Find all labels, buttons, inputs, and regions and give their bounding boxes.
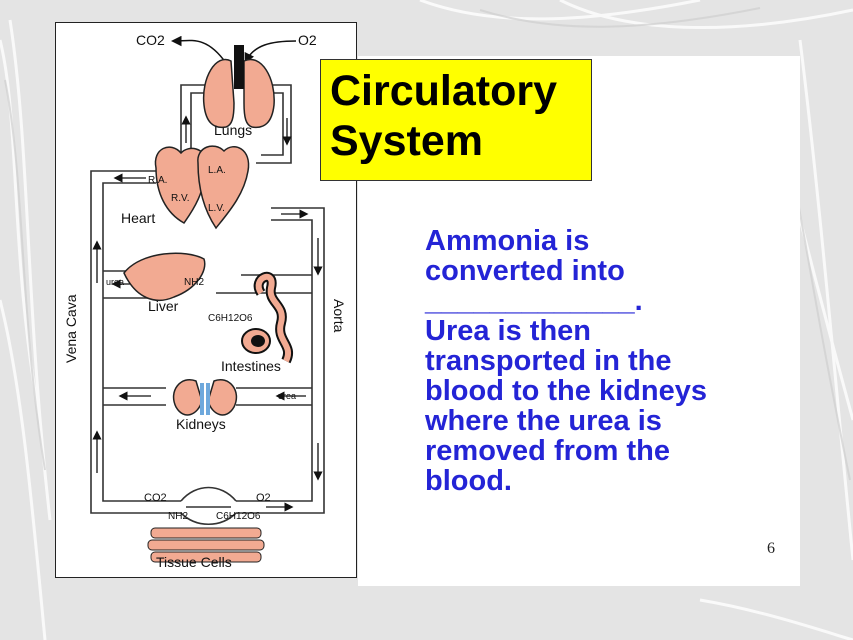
ra-label: R.A. bbox=[148, 175, 167, 186]
body-line: Ammonia is bbox=[425, 225, 590, 257]
tissue-cells bbox=[147, 527, 265, 563]
body-line: where the urea is bbox=[425, 405, 662, 437]
kidneys-label: Kidneys bbox=[176, 416, 226, 432]
slide-number: 6 bbox=[767, 540, 775, 557]
la-label: L.A. bbox=[208, 165, 226, 176]
heart-organ bbox=[154, 145, 250, 230]
co2-top-label: CO2 bbox=[136, 32, 165, 48]
co2-bottom-label: CO2 bbox=[144, 492, 167, 504]
liver-label: Liver bbox=[148, 298, 179, 314]
intestines-organ bbox=[241, 271, 293, 364]
intestines-label: Intestines bbox=[221, 358, 281, 374]
circulatory-diagram: CO2 O2 Lungs R.A. L.A. R.V. L.V. Heart u… bbox=[55, 22, 357, 578]
liver-organ bbox=[123, 252, 206, 301]
o2-top-label: O2 bbox=[298, 32, 317, 48]
vena-cava-label: Vena Cava bbox=[63, 294, 79, 363]
nh2-bottom-label: NH2 bbox=[168, 511, 188, 522]
kidneys-organ bbox=[172, 378, 238, 416]
rv-label: R.V. bbox=[171, 193, 190, 204]
body-line: converted into bbox=[425, 255, 625, 287]
slide-title-box: Circulatory System bbox=[320, 59, 592, 181]
slide-body-text: Ammonia is converted into _____________.… bbox=[425, 226, 805, 496]
tissue-cells-label: Tissue Cells bbox=[156, 554, 232, 570]
body-line: Urea is then bbox=[425, 315, 591, 347]
urea-liver-label: urea bbox=[106, 277, 124, 287]
aorta-label: Aorta bbox=[331, 299, 347, 333]
lv-label: L.V. bbox=[208, 203, 225, 214]
lungs-label: Lungs bbox=[214, 122, 252, 138]
lungs-organ bbox=[202, 45, 275, 129]
o2-bottom-label: O2 bbox=[256, 492, 271, 504]
slide-title-line-1: Circulatory bbox=[330, 67, 558, 115]
body-line: removed from the bbox=[425, 435, 670, 467]
body-line: blood. bbox=[425, 465, 512, 497]
nh2-liver-label: NH2 bbox=[184, 277, 204, 288]
body-line: blood to the kidneys bbox=[425, 375, 707, 407]
diagram-svg: CO2 O2 Lungs R.A. L.A. R.V. L.V. Heart u… bbox=[63, 32, 347, 570]
slide-title-line-2: System bbox=[330, 117, 483, 165]
glucose-bottom-label: C6H12O6 bbox=[216, 511, 261, 522]
body-line-blank: _____________. bbox=[425, 285, 643, 317]
heart-label: Heart bbox=[121, 210, 155, 226]
glucose-liver-label: C6H12O6 bbox=[208, 313, 253, 324]
body-line: transported in the bbox=[425, 345, 672, 377]
urea-kidneys-label: urea bbox=[278, 391, 296, 401]
